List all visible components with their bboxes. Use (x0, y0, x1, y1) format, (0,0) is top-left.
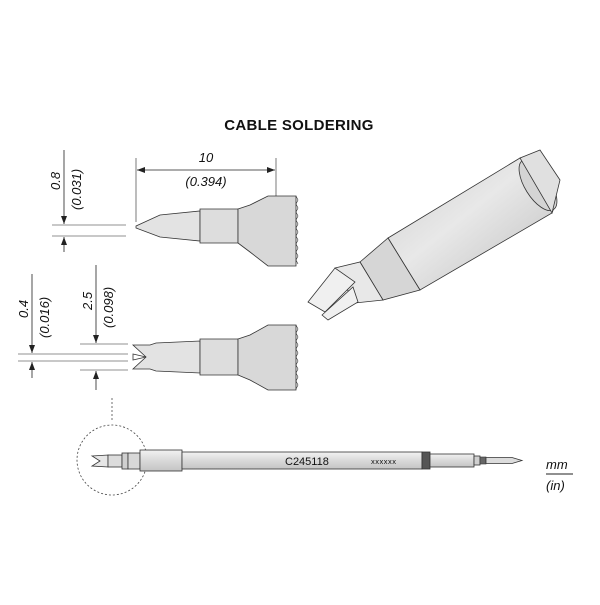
units-primary-label: mm (546, 457, 568, 472)
slot-width-mm-label: 0.4 (16, 300, 31, 318)
length-in-label: (0.394) (185, 174, 226, 189)
tip-thickness-in-label: (0.031) (69, 169, 84, 210)
cartridge-serial-label: xxxxxx (371, 457, 397, 466)
tip-perspective-view (307, 149, 561, 321)
units-secondary-label: (in) (546, 478, 565, 493)
cartridge-full-view: C245118 xxxxxx (76, 424, 524, 496)
slot-width-in-label: (0.016) (37, 297, 52, 338)
tip-top-view (135, 195, 299, 267)
dimension-length: 10 (0.394) (135, 150, 277, 222)
length-mm-label: 10 (199, 150, 214, 165)
dimension-tip-width: 2.5 (0.098) (80, 265, 128, 390)
tip-thickness-mm-label: 0.8 (48, 171, 63, 190)
dimension-tip-thickness: 0.8 (0.031) (48, 150, 126, 252)
drawing-title: CABLE SOLDERING (224, 117, 374, 134)
cartridge-model-label: C245118 (285, 456, 329, 468)
tip-side-view (131, 324, 299, 391)
units-legend: mm (in) (546, 457, 573, 493)
dimension-slot-width: 0.4 (0.016) (16, 274, 128, 378)
tip-width-mm-label: 2.5 (80, 291, 95, 311)
tip-width-in-label: (0.098) (101, 287, 116, 328)
